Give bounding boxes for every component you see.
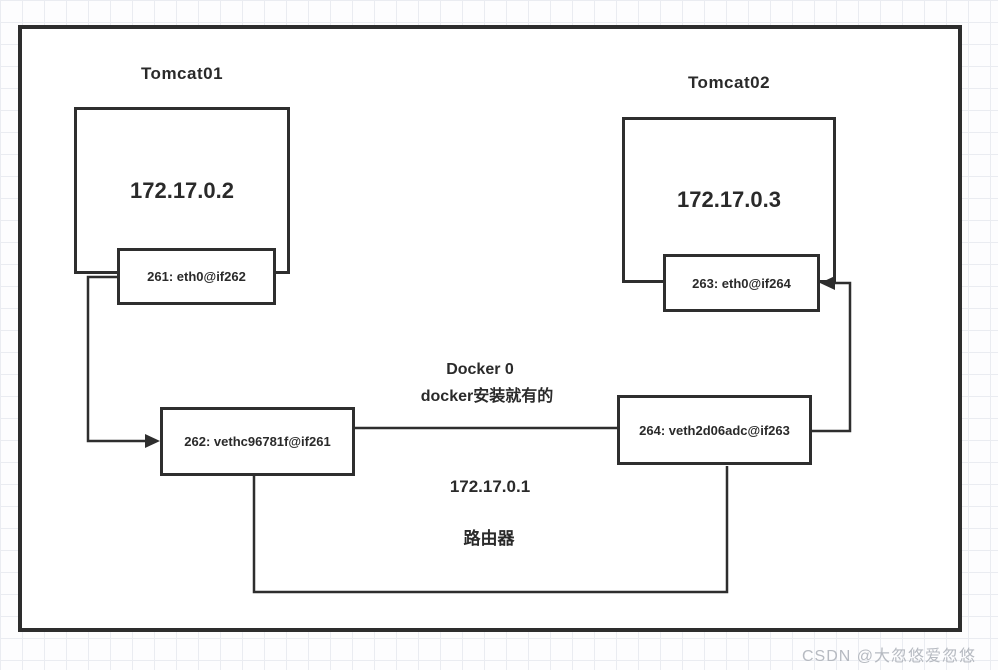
- tomcat02-eth-box: 263: eth0@if264: [663, 254, 820, 312]
- tomcat02-eth-label: 263: eth0@if264: [692, 275, 791, 291]
- tomcat01-eth-box: 261: eth0@if262: [117, 248, 276, 305]
- docker0-gateway-ip: 172.17.0.1: [449, 477, 531, 496]
- tomcat01-container-box: 172.17.0.2: [74, 107, 290, 274]
- bridge-veth-right-box: 264: veth2d06adc@if263: [617, 395, 812, 465]
- tomcat02-ip: 172.17.0.3: [677, 187, 781, 212]
- csdn-watermark: CSDN @大忽悠爱忽悠: [801, 648, 976, 665]
- docker0-note: docker安装就有的: [420, 388, 554, 405]
- tomcat01-title: Tomcat01: [140, 64, 224, 83]
- bridge-veth-left-box: 262: vethc96781f@if261: [160, 407, 355, 476]
- tomcat02-title: Tomcat02: [687, 73, 771, 92]
- tomcat01-eth-label: 261: eth0@if262: [147, 269, 246, 284]
- docker0-router-label: 路由器: [463, 529, 515, 548]
- docker0-name: Docker 0: [446, 361, 514, 378]
- tomcat01-ip: 172.17.0.2: [130, 177, 234, 203]
- bridge-veth-right-label: 264: veth2d06adc@if263: [639, 422, 790, 438]
- bridge-veth-left-label: 262: vethc96781f@if261: [184, 434, 331, 449]
